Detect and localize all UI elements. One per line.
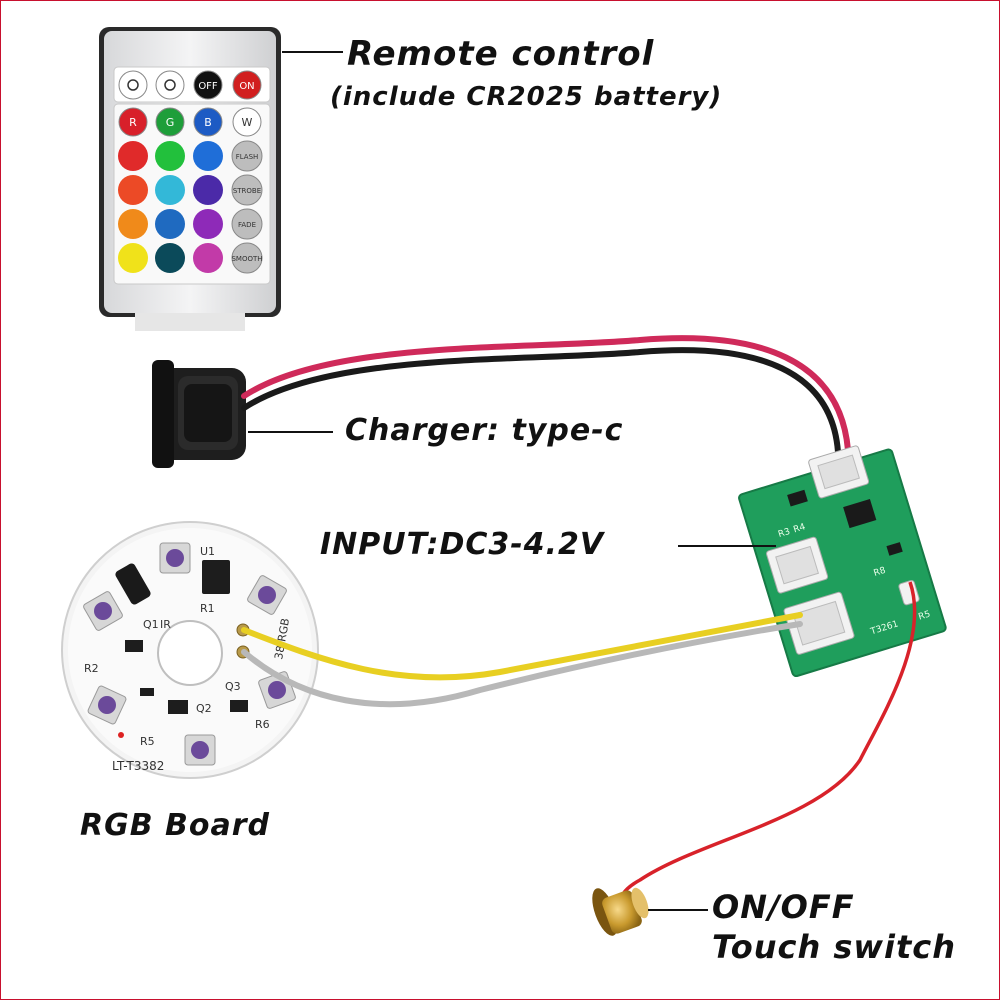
color-button-g[interactable] (155, 107, 185, 137)
rgb-silk-r2: R2 (84, 662, 99, 675)
color-preset-button[interactable] (155, 243, 185, 273)
brightness-up-button[interactable] (118, 70, 148, 100)
mode-button-strobe[interactable] (231, 174, 263, 206)
mode-button-label: FLASH (236, 153, 259, 161)
color-preset-button[interactable] (118, 243, 148, 273)
color-preset-button[interactable] (193, 141, 223, 171)
sun-icon (127, 79, 139, 91)
color-preset-button[interactable] (118, 175, 148, 205)
rgb-silk-model: LT-T3382 (112, 759, 164, 773)
charger-cable (241, 335, 851, 455)
mode-button-fade[interactable] (231, 208, 263, 240)
rgb-silk-q3: Q3 (225, 680, 241, 693)
sun-icon (164, 79, 176, 91)
rgb-board-label: RGB Board (80, 808, 271, 843)
mode-button-label: FADE (238, 221, 256, 229)
rgb-silk-q1: Q1 (143, 618, 159, 631)
on-button-label: ON (239, 81, 254, 92)
color-preset-button[interactable] (193, 243, 223, 273)
type-c-charger-port (152, 360, 246, 468)
touch-switch-label: Touch switch (712, 928, 956, 966)
rgb-silk-ir: IR (160, 618, 171, 631)
driver-silk-r4: R4 (792, 522, 807, 535)
mode-button-flash[interactable] (231, 140, 263, 172)
on-button[interactable] (232, 70, 262, 100)
rgb-silk-q2: Q2 (196, 702, 212, 715)
input-voltage-label: INPUT:DC3-4.2V (320, 527, 605, 562)
color-button-label: G (166, 116, 175, 129)
driver-silk-r3: R3 (777, 527, 791, 540)
remote-control: OFF ON R G B W FLASH STROBE FADE SMOOTH (99, 27, 281, 331)
charger-label: Charger: type-c (345, 413, 624, 448)
color-button-r[interactable] (118, 107, 148, 137)
driver-silk-r5: R5 (917, 610, 931, 623)
onoff-label: ON/OFF (712, 888, 855, 926)
rgb-silk-u1: U1 (200, 545, 215, 558)
touch-switch (592, 887, 649, 936)
color-preset-button[interactable] (155, 141, 185, 171)
touch-switch-wire (618, 581, 917, 901)
brightness-down-button[interactable] (155, 70, 185, 100)
color-button-label: R (129, 116, 137, 129)
rgb-cable (241, 612, 803, 708)
color-preset-button[interactable] (118, 209, 148, 239)
remote-button-grid: OFF ON R G B W FLASH STROBE FADE SMOOTH (118, 70, 263, 274)
remote-battery-label: (include CR2025 battery) (330, 82, 723, 112)
remote-control-label: Remote control (347, 34, 655, 74)
rgb-silk-r1: R1 (200, 602, 215, 615)
driver-board: R3 R4 R8 R5 T3261 (738, 445, 947, 678)
color-preset-button[interactable] (193, 175, 223, 205)
color-button-w[interactable] (232, 107, 262, 137)
rgb-board: LT-T3382 38-RGB IR U1 Q1 Q2 Q3 R1 R2 R5 … (61, 521, 319, 779)
color-button-b[interactable] (193, 107, 223, 137)
mode-button-label: SMOOTH (231, 255, 262, 263)
color-preset-button[interactable] (155, 175, 185, 205)
color-preset-button[interactable] (193, 209, 223, 239)
color-preset-button[interactable] (118, 141, 148, 171)
rgb-silk-r5: R5 (140, 735, 155, 748)
mode-button-smooth[interactable] (231, 242, 263, 274)
leader-lines (248, 51, 776, 911)
rgb-led-group (83, 542, 296, 766)
mode-button-label: STROBE (233, 187, 261, 195)
color-button-label: W (242, 116, 253, 129)
color-preset-button[interactable] (155, 209, 185, 239)
driver-silk-r8: R8 (873, 566, 888, 579)
off-button-label: OFF (198, 81, 218, 92)
color-button-label: B (204, 116, 212, 129)
rgb-silk-r6: R6 (255, 718, 270, 731)
off-button[interactable] (193, 70, 223, 100)
